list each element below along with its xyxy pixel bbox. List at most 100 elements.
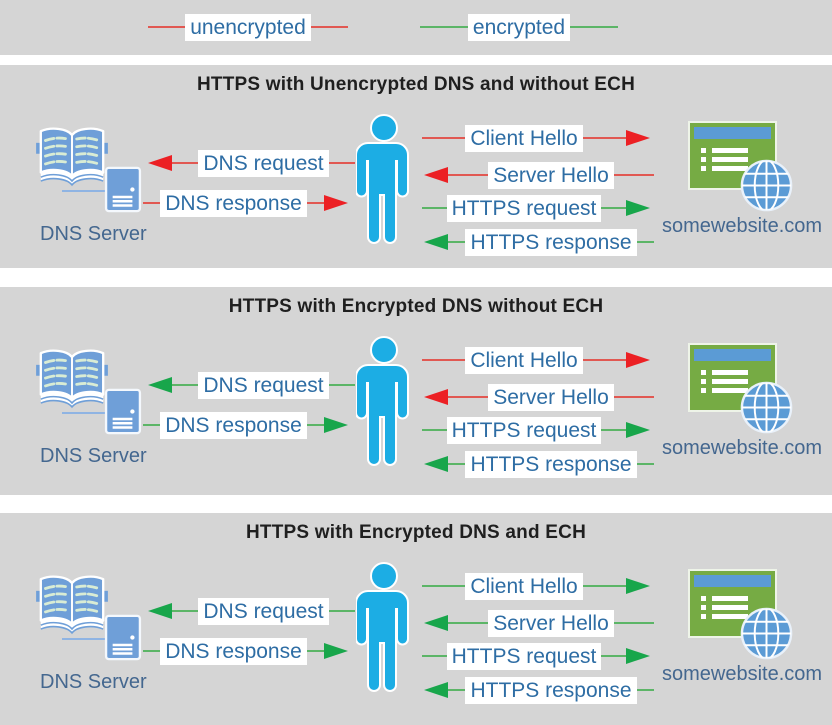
- https-response-arrow: HTTPS response: [424, 675, 654, 705]
- globe-icon: [738, 157, 795, 214]
- legend-encrypted-line: [570, 26, 619, 28]
- panel-encrypted-dns-without-ech: HTTPS with Encrypted DNS without ECH: [0, 287, 832, 495]
- arrow-line: [172, 384, 199, 386]
- arrow-line: [582, 137, 627, 139]
- arrowhead-left-icon: [424, 167, 448, 183]
- arrowhead-right-icon: [324, 643, 348, 659]
- arrowhead-left-icon: [148, 603, 172, 619]
- arrowhead-right-icon: [626, 422, 650, 438]
- book-server-connector: [62, 412, 106, 414]
- dns-book-icon: [33, 343, 111, 421]
- https-request-arrow: HTTPS request: [422, 193, 650, 223]
- dns-server-label: DNS Server: [40, 671, 147, 693]
- dns-response-label: DNS response: [160, 637, 307, 665]
- dns-server-label: DNS Server: [40, 445, 147, 467]
- arrow-line: [306, 424, 324, 426]
- legend-band: unencrypted encrypted: [0, 0, 832, 55]
- arrow-line: [422, 137, 466, 139]
- website-list-row: [701, 596, 748, 601]
- arrow-line: [601, 207, 626, 209]
- arrow-line: [422, 429, 447, 431]
- website-list-row: [701, 605, 748, 610]
- arrow-line: [613, 396, 655, 398]
- globe-icon: [738, 379, 795, 436]
- dns-request-label: DNS request: [198, 149, 329, 177]
- https-response-arrow: HTTPS response: [424, 449, 654, 479]
- https-response-label: HTTPS response: [465, 228, 637, 256]
- arrow-line: [601, 429, 626, 431]
- person-icon: [356, 335, 412, 467]
- arrowhead-left-icon: [424, 389, 448, 405]
- arrow-line: [422, 655, 447, 657]
- arrowhead-left-icon: [148, 377, 172, 393]
- website-list-row: [701, 370, 748, 375]
- https-response-label: HTTPS response: [465, 676, 637, 704]
- arrowhead-right-icon: [626, 200, 650, 216]
- arrowhead-right-icon: [626, 648, 650, 664]
- person-icon: [356, 113, 412, 245]
- https-response-arrow: HTTPS response: [424, 227, 654, 257]
- arrowhead-left-icon: [424, 615, 448, 631]
- arrow-line: [636, 463, 654, 465]
- arrow-line: [448, 241, 466, 243]
- website-window-icon: [688, 343, 777, 412]
- arrow-line: [582, 359, 627, 361]
- server-hello-arrow: Server Hello: [424, 382, 655, 412]
- arrowhead-left-icon: [424, 682, 448, 698]
- https-response-label: HTTPS response: [465, 450, 637, 478]
- client-hello-label: Client Hello: [465, 346, 583, 374]
- website-label: somewebsite.com: [661, 215, 823, 237]
- dns-server-tower-icon: [104, 388, 142, 435]
- book-server-connector: [62, 190, 106, 192]
- dns-request-arrow: DNS request: [148, 370, 355, 400]
- https-request-label: HTTPS request: [446, 416, 602, 444]
- arrow-line: [422, 207, 447, 209]
- legend-encrypted-label: encrypted: [467, 13, 571, 41]
- dns-book-icon: [33, 569, 111, 647]
- arrow-line: [636, 241, 654, 243]
- legend-unencrypted-line: [148, 26, 186, 28]
- arrow-line: [636, 689, 654, 691]
- website-list-row: [701, 379, 748, 384]
- https-request-arrow: HTTPS request: [422, 641, 650, 671]
- arrow-line: [582, 585, 627, 587]
- arrow-line: [172, 162, 199, 164]
- arrow-line: [328, 162, 355, 164]
- dns-server-tower-icon: [104, 166, 142, 213]
- arrow-line: [143, 424, 161, 426]
- arrow-line: [328, 610, 355, 612]
- arrow-line: [306, 650, 324, 652]
- arrow-line: [328, 384, 355, 386]
- dns-request-label: DNS request: [198, 371, 329, 399]
- arrow-line: [448, 174, 489, 176]
- person-icon: [356, 561, 412, 693]
- arrow-line: [448, 463, 466, 465]
- arrow-line: [601, 655, 626, 657]
- panel-title: HTTPS with Unencrypted DNS and without E…: [196, 74, 635, 95]
- arrow-line: [422, 359, 466, 361]
- arrow-line: [448, 396, 489, 398]
- website-list-row: [701, 388, 748, 393]
- website-list-row: [701, 614, 748, 619]
- arrowhead-right-icon: [626, 578, 651, 594]
- website-titlebar: [694, 127, 771, 139]
- dns-request-arrow: DNS request: [148, 596, 355, 626]
- website-titlebar: [694, 349, 771, 361]
- website-window-icon: [688, 121, 777, 190]
- arrow-line: [448, 622, 489, 624]
- website-list-row: [701, 166, 748, 171]
- legend-encrypted: encrypted: [420, 13, 619, 41]
- arrowhead-right-icon: [324, 417, 348, 433]
- client-hello-label: Client Hello: [465, 124, 583, 152]
- dns-response-label: DNS response: [160, 411, 307, 439]
- panel-title: HTTPS with Encrypted DNS without ECH: [228, 296, 604, 317]
- dns-request-arrow: DNS request: [148, 148, 355, 178]
- dns-server-label: DNS Server: [40, 223, 147, 245]
- dns-response-arrow: DNS response: [143, 188, 348, 218]
- dns-response-arrow: DNS response: [143, 636, 348, 666]
- client-hello-label: Client Hello: [465, 572, 583, 600]
- legend-unencrypted: unencrypted: [148, 13, 348, 41]
- globe-icon: [738, 605, 795, 662]
- arrow-line: [448, 689, 466, 691]
- website-label: somewebsite.com: [661, 437, 823, 459]
